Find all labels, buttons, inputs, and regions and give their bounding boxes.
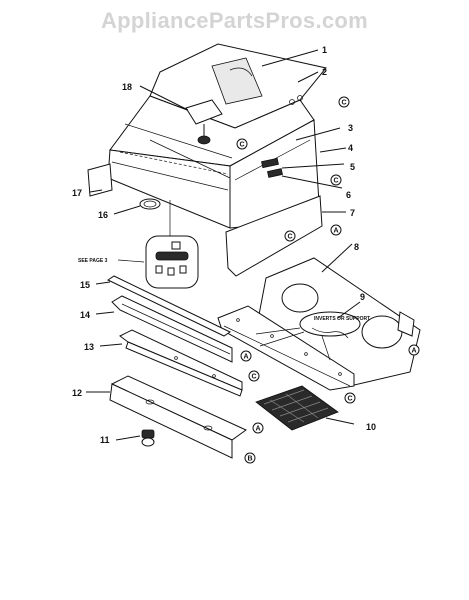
reference-markers: C C C C A A C A [236, 96, 420, 464]
callout-3: 3 [348, 123, 353, 133]
callout-10: 10 [366, 422, 376, 432]
light-bulb [141, 429, 155, 447]
callout-1: 1 [322, 45, 327, 55]
panel-14 [111, 295, 233, 363]
wiring-detail: INVERTS OR SUPPORT [255, 311, 370, 361]
svg-text:C: C [288, 234, 293, 241]
see-page-note: SEE PAGE 3 [78, 258, 108, 264]
strip-15 [106, 275, 232, 337]
svg-text:C: C [334, 178, 339, 185]
ref-c-marker: C [338, 96, 350, 108]
ref-b-marker: B [244, 452, 256, 464]
callout-4: 4 [348, 143, 353, 153]
channel-13 [119, 329, 243, 397]
light-socket [185, 99, 223, 145]
callout-numbers: 1 2 3 4 5 6 7 8 9 10 11 12 13 14 15 16 1… [72, 45, 376, 445]
ref-a-marker: A [408, 344, 420, 356]
ref-a-marker: A [252, 422, 264, 434]
svg-text:A: A [412, 348, 417, 355]
grommet [139, 198, 161, 210]
callout-14: 14 [80, 310, 90, 320]
svg-text:A: A [244, 354, 249, 361]
callout-5: 5 [350, 162, 355, 172]
ref-a-marker: A [330, 224, 342, 236]
ref-c-marker: C [284, 230, 296, 242]
callout-9: 9 [360, 292, 365, 302]
ref-c-marker: C [330, 174, 342, 186]
svg-text:C: C [348, 396, 353, 403]
grease-filter [255, 385, 339, 431]
callout-17: 17 [72, 188, 82, 198]
wiring-note: INVERTS OR SUPPORT [314, 316, 370, 322]
hood-body [87, 43, 327, 277]
callout-18: 18 [122, 82, 132, 92]
bottom-panel-12 [109, 375, 247, 459]
callout-6: 6 [346, 190, 351, 200]
callout-11: 11 [100, 435, 110, 445]
svg-text:C: C [342, 100, 347, 107]
control-detail [145, 200, 199, 289]
ref-c-marker: C [236, 138, 248, 150]
ref-a-marker: A [240, 350, 252, 362]
watermark-logo: AppliancePartsPros.com [100, 8, 369, 33]
leader-lines [86, 49, 361, 441]
callout-15: 15 [80, 280, 90, 290]
callout-13: 13 [84, 342, 94, 352]
callout-12: 12 [72, 388, 82, 398]
switch-panel [261, 157, 283, 178]
callout-8: 8 [354, 242, 359, 252]
callout-7: 7 [350, 208, 355, 218]
svg-text:C: C [252, 374, 257, 381]
svg-text:C: C [240, 142, 245, 149]
svg-text:B: B [248, 456, 253, 463]
svg-text:A: A [334, 228, 339, 235]
callout-2: 2 [322, 67, 327, 77]
svg-text:A: A [256, 426, 261, 433]
callout-16: 16 [98, 210, 108, 220]
ref-c-marker: C [248, 370, 260, 382]
ref-c-marker: C [344, 392, 356, 404]
